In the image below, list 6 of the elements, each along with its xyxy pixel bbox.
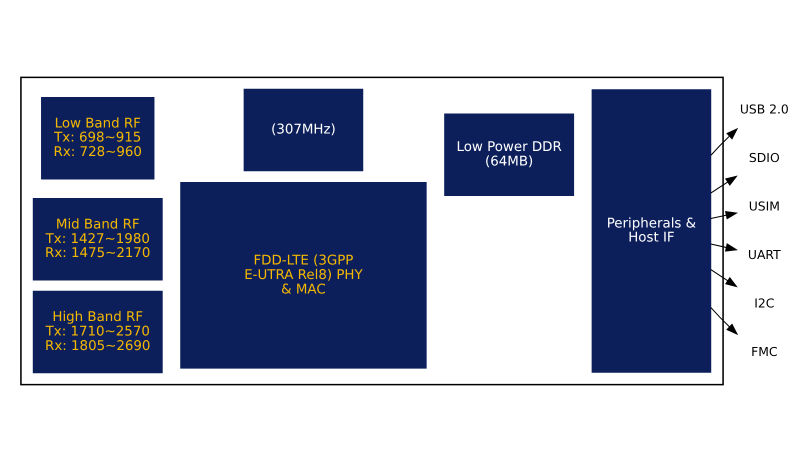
node-text: USIM (748, 199, 780, 214)
node-text: USB 2.0 (740, 102, 789, 117)
node-text: UART (748, 248, 781, 262)
node-text: FMC (751, 344, 778, 359)
node-text: SDIO (748, 151, 780, 166)
node-text: I2C (754, 296, 774, 310)
